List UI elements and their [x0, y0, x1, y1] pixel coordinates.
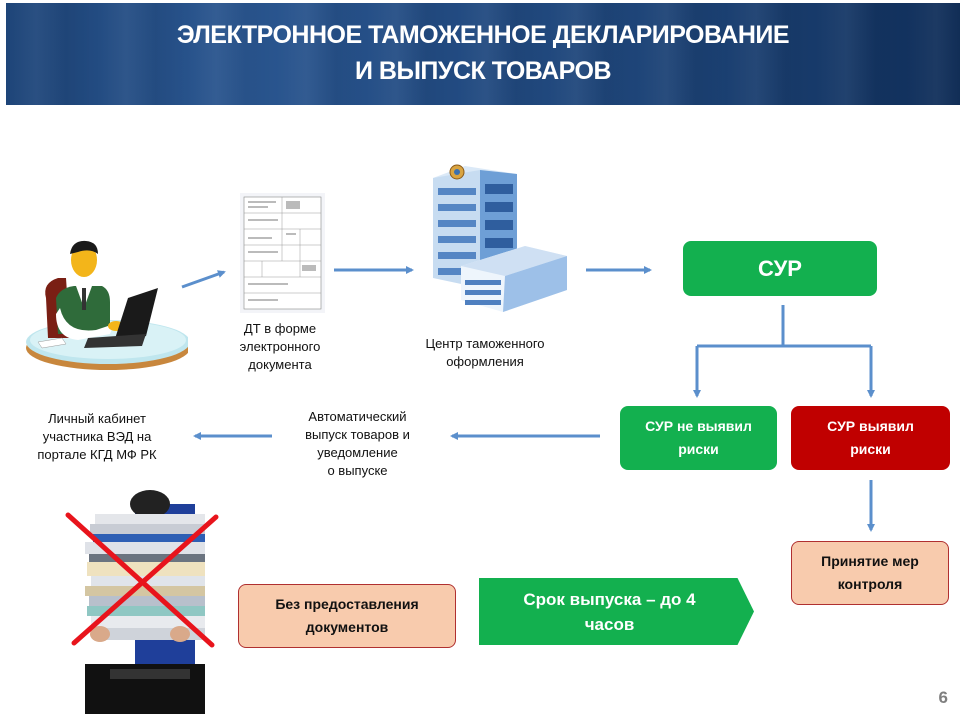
title-line-2: И ВЫПУСК ТОВАРОВ: [354, 57, 612, 85]
sur-risk-detected-box: СУР выявил риски: [791, 406, 950, 470]
customs-center-caption: Центр таможенного оформления: [425, 336, 545, 369]
crossed-out-paper-stack-icon: [85, 490, 205, 714]
no-documents-box: Без предоставления документов: [238, 584, 456, 648]
customs-declaration-document-icon: [240, 193, 325, 313]
slide-title: ЭЛЕКТРОННОЕ ТАМОЖЕННОЕ ДЕКЛАРИРОВАНИЕ И …: [6, 17, 960, 89]
slide-header: ЭЛЕКТРОННОЕ ТАМОЖЕННОЕ ДЕКЛАРИРОВАНИЕ И …: [6, 3, 960, 105]
header-texture: [6, 3, 960, 105]
sur-box: СУР: [683, 241, 877, 296]
personal-cabinet-caption: Личный кабинет участника ВЭД на портале …: [37, 411, 157, 462]
arrow-declarant-to-document: [181, 270, 226, 289]
office-building-icon: [433, 164, 567, 312]
person-at-laptop-icon: [26, 240, 188, 370]
title-line-1: ЭЛЕКТРОННОЕ ТАМОЖЕННОЕ ДЕКЛАРИРОВАНИЕ: [176, 21, 790, 49]
document-caption: ДТ в форме электронного документа: [239, 321, 321, 372]
auto-release-caption: Автоматический выпуск товаров и уведомле…: [305, 409, 410, 478]
release-deadline-banner: Срок выпуска – до 4 часов: [479, 578, 754, 645]
control-measures-box: Принятие мер контроля: [791, 541, 949, 605]
page-number: 6: [938, 688, 948, 707]
sur-no-risk-box: СУР не выявил риски: [620, 406, 777, 470]
